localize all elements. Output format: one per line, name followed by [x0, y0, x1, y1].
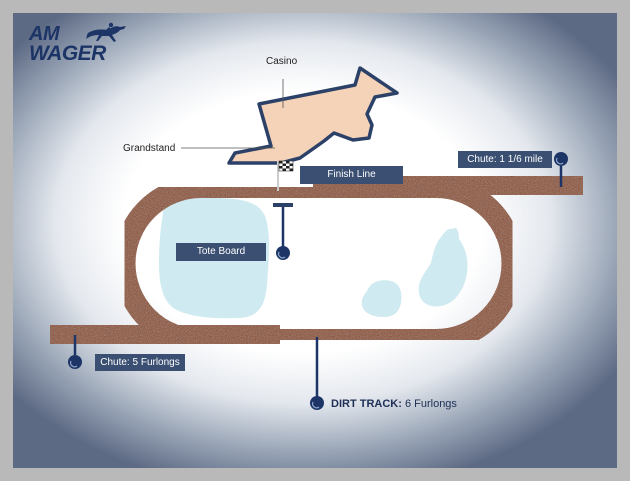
infield-pond-small — [361, 280, 402, 317]
tote-board-tag: Tote Board — [176, 243, 266, 261]
chute-furlongs-tag: Chute: 5 Furlongs — [95, 354, 185, 371]
dirt-track-title: DIRT TRACK: — [331, 398, 402, 410]
finish-flag-icon — [277, 160, 294, 191]
dirt-track-pin-icon — [310, 337, 324, 410]
infield-pond-right — [418, 227, 468, 307]
logo-text-wager: WAGER — [29, 42, 106, 65]
finish-line-tag: Finish Line — [300, 166, 403, 184]
chute-furlongs-pin-icon — [68, 335, 82, 369]
casino-label: Casino — [266, 56, 298, 67]
grandstand-label: Grandstand — [123, 143, 176, 154]
amwager-logo: AM WAGER — [29, 21, 149, 71]
racehorse-jockey-icon — [86, 22, 126, 42]
dirt-track-oval — [113, 176, 524, 351]
dirt-track-distance: 6 Furlongs — [404, 398, 457, 410]
chute-mile-pin-icon — [554, 152, 568, 187]
dirt-track-label: DIRT TRACK: 6 Furlongs — [331, 398, 457, 410]
chute-mile-tag: Chute: 1 1/6 mile — [458, 151, 552, 168]
track-diagram — [50, 66, 583, 410]
track-map: AM WAGER Casino Grandstand Finish Line T… — [13, 13, 617, 468]
tote-board-pin-icon — [273, 203, 293, 260]
grandstand-casino-building — [227, 66, 399, 165]
logo-text-am: AM — [29, 23, 60, 45]
chute-furlongs — [50, 325, 280, 344]
